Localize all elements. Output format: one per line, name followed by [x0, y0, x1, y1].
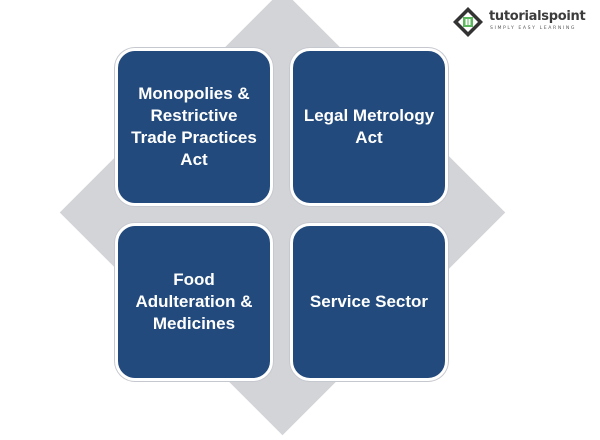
tile-label: Service Sector — [309, 292, 429, 311]
tile-service-sector: Service Sector — [290, 223, 448, 381]
tile-label: Monopolies & Restrictive Trade Practices… — [131, 84, 257, 169]
tile-legal-metrology-act: Legal Metrology Act — [290, 48, 448, 206]
logo-icon — [453, 7, 483, 37]
tutorialspoint-logo: tutorialspoint SIMPLY EASY LEARNING — [452, 4, 592, 40]
tile-monopolies-act: Monopolies & Restrictive Trade Practices… — [115, 48, 273, 206]
logo-name: tutorialspoint — [489, 9, 586, 24]
tile-label: Legal Metrology Act — [303, 106, 435, 147]
tile-food-adulteration: Food Adulteration & Medicines — [115, 223, 273, 381]
logo-tagline: SIMPLY EASY LEARNING — [490, 26, 577, 31]
tile-label: Food Adulteration & Medicines — [135, 270, 253, 333]
